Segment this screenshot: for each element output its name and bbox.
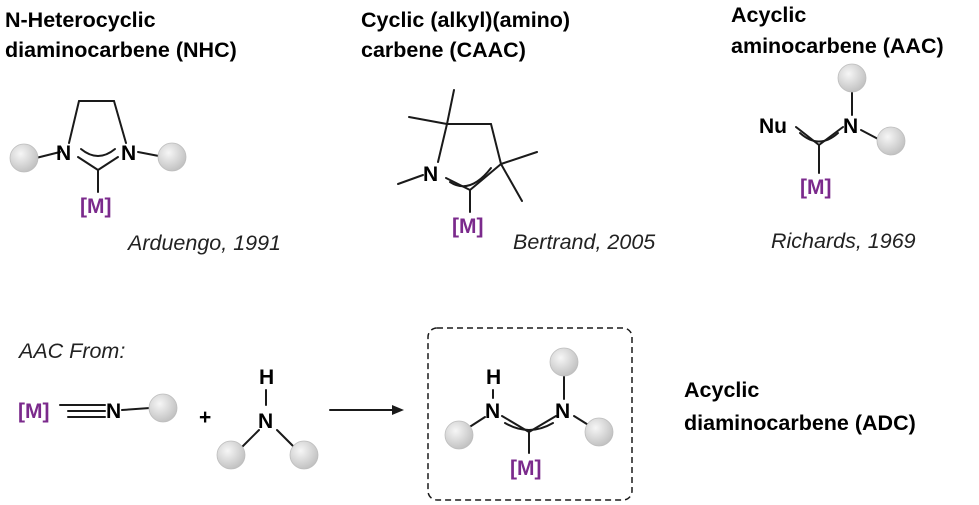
adc-title-line1: Acyclic [684,378,759,402]
caac-citation: Bertrand, 2005 [513,230,656,254]
caac-panel: Cyclic (alkyl)(amino) carbene (CAAC) N [… [361,8,656,254]
reaction-row: AAC From: [M] N + H N [17,327,916,501]
adc-product-box: H N N [M] [427,327,633,501]
nitrogen-atom: N [485,400,500,423]
reaction-arrow [329,405,404,415]
metal-label: [M] [18,400,49,423]
nitrogen-atom: N [121,142,136,165]
substituent-sphere [444,420,474,450]
nhc-title-line2: diaminocarbene (NHC) [5,38,237,62]
caac-structure: N [M] [397,89,538,238]
aac-structure: Nu N [M] [759,63,906,199]
plus-sign: + [199,406,211,429]
nitrogen-atom: N [56,142,71,165]
amine: H N [216,366,319,470]
substituent-sphere [148,393,178,423]
nitrogen-atom: N [843,115,858,138]
aac-title-line1: Acyclic [731,3,806,27]
substituent-sphere [9,143,39,173]
substituent-sphere [584,417,614,447]
substituent-sphere [549,347,579,377]
caac-title-line2: carbene (CAAC) [361,38,526,62]
substituent-sphere [157,142,187,172]
caac-title-line1: Cyclic (alkyl)(amino) [361,8,570,32]
adc-title-line2: diaminocarbene (ADC) [684,411,916,435]
nitrogen-atom: N [106,400,121,423]
hydrogen-atom: H [486,366,501,389]
nhc-citation: Arduengo, 1991 [126,231,281,255]
hydrogen-atom: H [259,366,274,389]
nitrogen-atom: N [423,163,438,186]
metal-label: [M] [80,195,111,218]
metal-label: [M] [510,457,541,480]
reaction-caption: AAC From: [17,339,125,363]
substituent-sphere [216,440,246,470]
substituent-sphere [837,63,867,93]
nitrogen-atom: N [555,400,570,423]
metal-label: [M] [452,215,483,238]
nhc-structure: N N [M] [9,100,187,218]
substituent-sphere [289,440,319,470]
nitrogen-atom: N [258,410,273,433]
nucleophile-label: Nu [759,115,787,138]
metal-label: [M] [800,176,831,199]
substituent-sphere [876,126,906,156]
aac-panel: Acyclic aminocarbene (AAC) Nu N [M] Rich… [731,3,944,253]
nhc-title-line1: N-Heterocyclic [5,8,156,32]
aac-title-line2: aminocarbene (AAC) [731,34,944,58]
aac-citation: Richards, 1969 [771,229,916,253]
nhc-panel: N-Heterocyclic diaminocarbene (NHC) N N … [5,8,281,255]
metal-isocyanide: [M] N [18,393,178,423]
